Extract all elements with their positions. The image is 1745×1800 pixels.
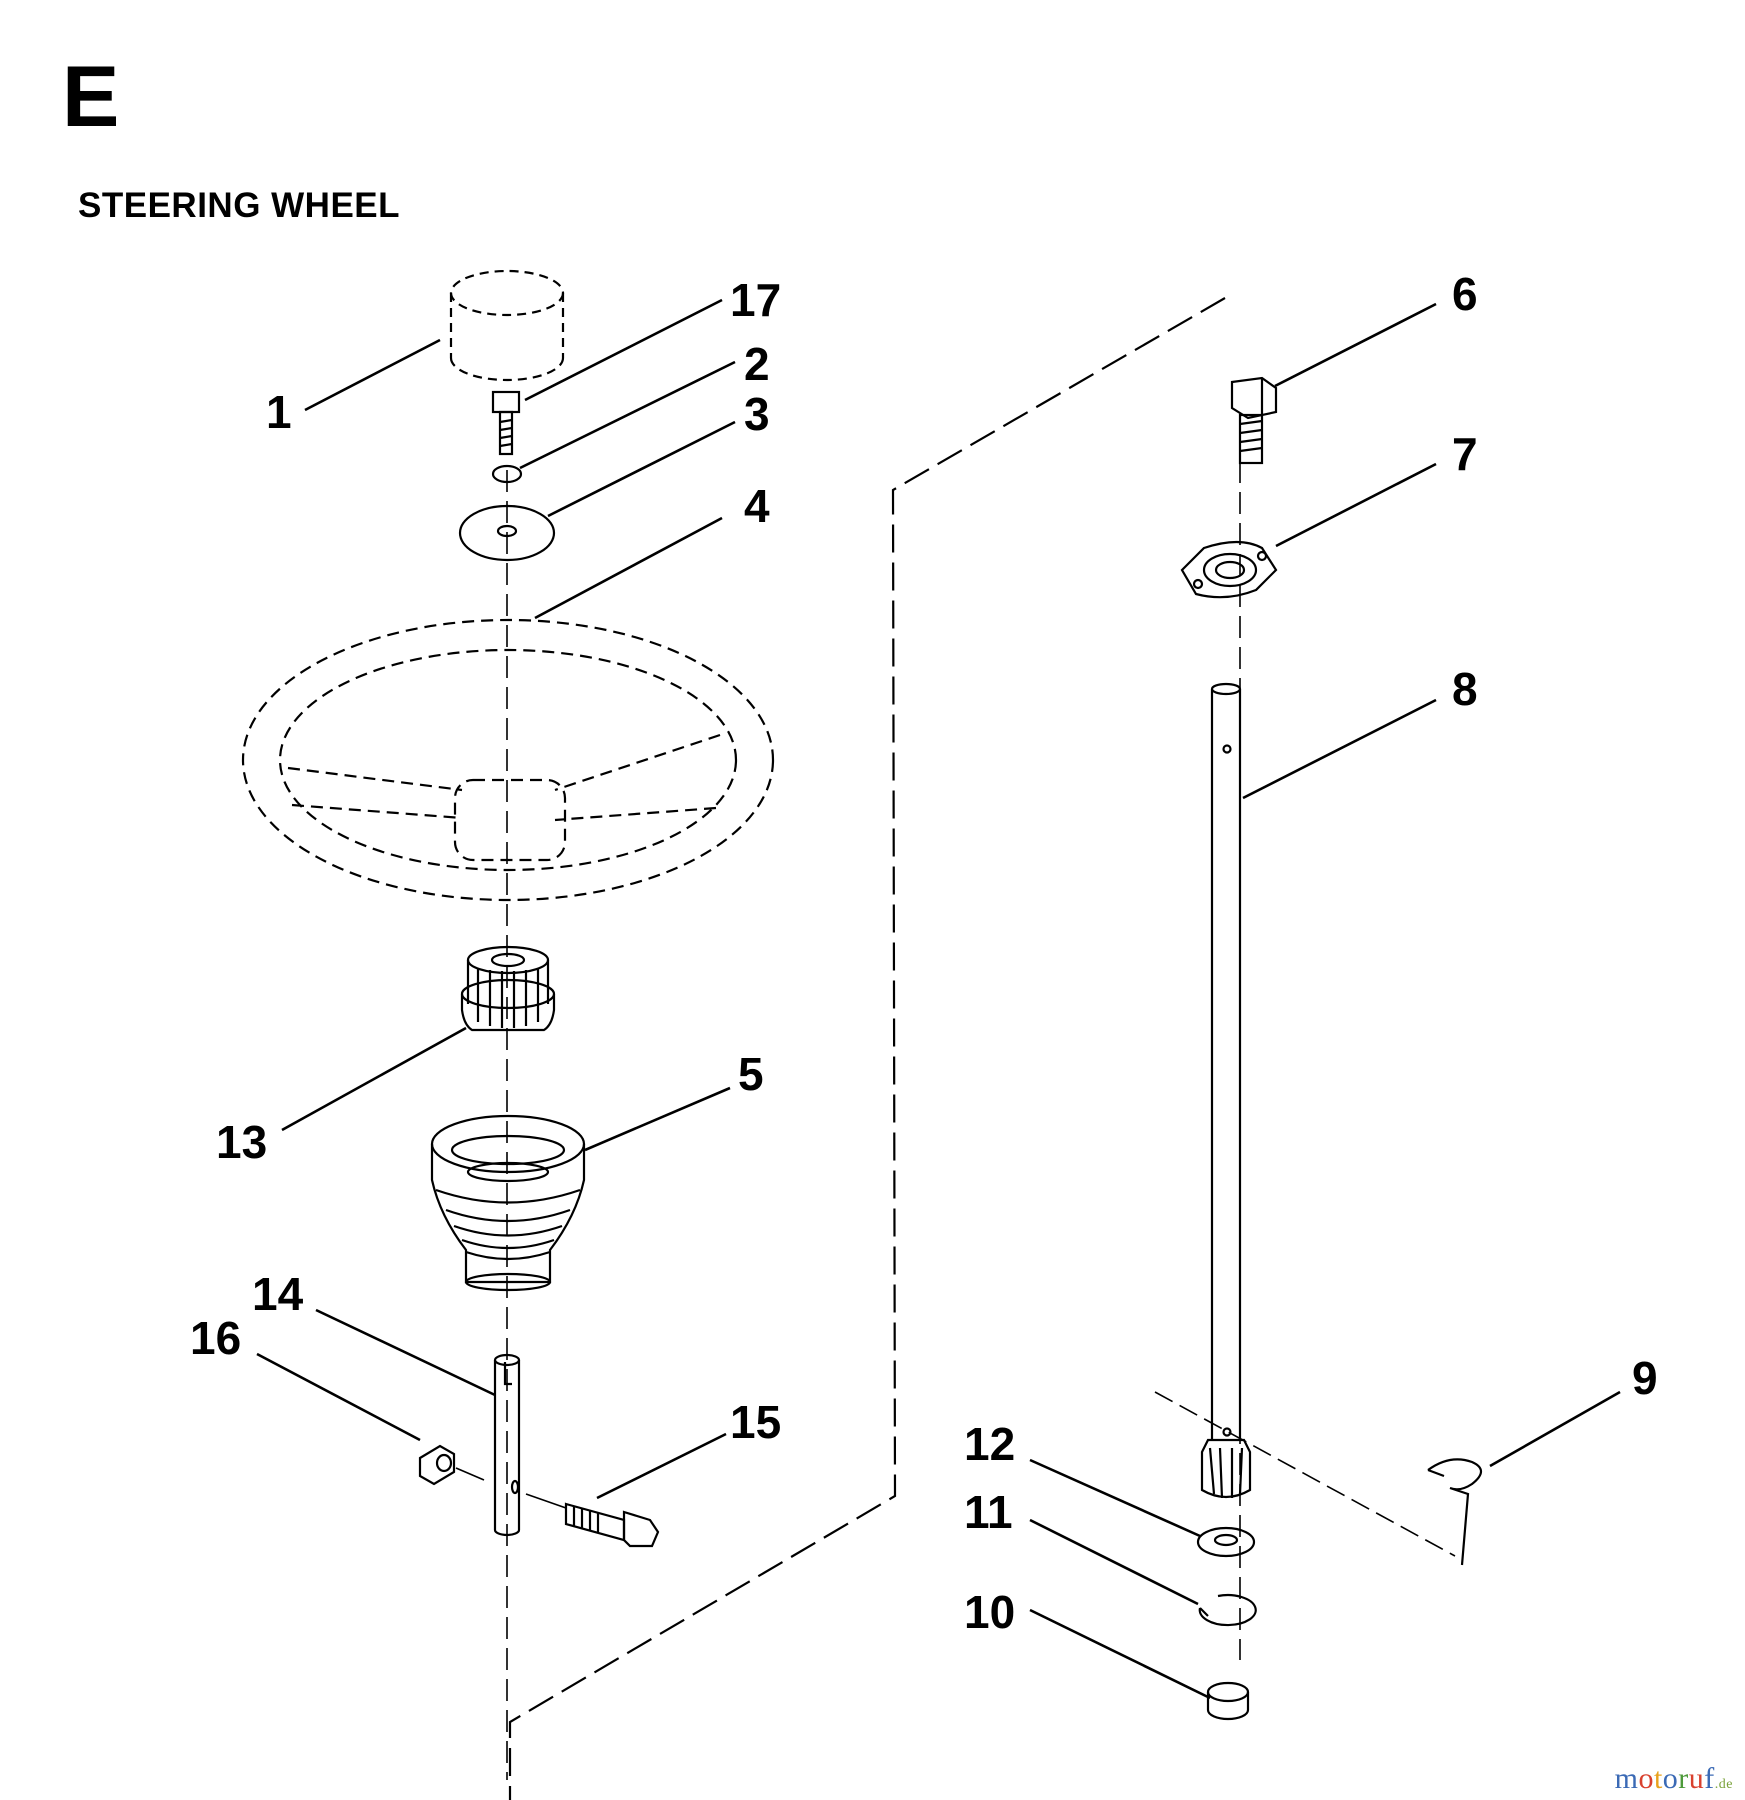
lock-washer-part-2 xyxy=(491,464,523,484)
callout-10: 10 xyxy=(964,1586,1015,1638)
washer-part-12 xyxy=(1196,1526,1256,1558)
callout-12: 12 xyxy=(964,1418,1015,1470)
bolt-part-17 xyxy=(491,390,521,456)
leader-line-12 xyxy=(1029,1458,1201,1538)
leader-line-4 xyxy=(534,516,723,620)
leader-line-6 xyxy=(1274,302,1437,388)
callout-6: 6 xyxy=(1452,268,1478,320)
callout-16: 16 xyxy=(190,1312,241,1364)
callout-5: 5 xyxy=(738,1048,764,1100)
leader-line-8 xyxy=(1242,698,1437,800)
leader-line-2 xyxy=(519,360,736,470)
leader-line-3 xyxy=(547,420,736,518)
wm-letter: o xyxy=(1638,1762,1654,1795)
assembly-boundary-line xyxy=(508,297,1226,1800)
steering-wheel xyxy=(241,618,775,902)
leader-line-1 xyxy=(304,338,441,412)
wm-letter: f xyxy=(1704,1762,1715,1795)
wm-letter: o xyxy=(1662,1762,1679,1795)
leader-line-5 xyxy=(584,1086,731,1152)
leader-line-9 xyxy=(1489,1390,1621,1468)
flange-bearing-part-7 xyxy=(1180,540,1278,599)
leader-line-11 xyxy=(1029,1518,1199,1606)
steering-shaft-part-8 xyxy=(1210,682,1242,1440)
callout-1: 1 xyxy=(266,386,292,438)
wm-suffix: .de xyxy=(1714,1777,1733,1792)
leader-line-15 xyxy=(596,1432,727,1500)
callout-17: 17 xyxy=(730,274,781,326)
hairpin-clip-part-9 xyxy=(1427,1458,1483,1566)
leader-line-13 xyxy=(281,1026,467,1132)
leader-line-7 xyxy=(1275,462,1437,548)
hex-nut-part-16 xyxy=(418,1444,456,1486)
callout-11: 11 xyxy=(964,1486,1013,1538)
callout-7: 7 xyxy=(1452,428,1478,480)
steering-support-part-5 xyxy=(430,1114,586,1292)
reference-line xyxy=(1154,1391,1456,1557)
section-letter: E xyxy=(62,49,120,145)
callout-2: 2 xyxy=(744,338,770,390)
leader-line-16 xyxy=(256,1352,421,1442)
wm-letter: r xyxy=(1678,1762,1689,1795)
callout-4: 4 xyxy=(744,480,770,532)
leader-line-17 xyxy=(524,298,723,402)
bushing-part-10 xyxy=(1206,1681,1250,1721)
retaining-ring-part-11 xyxy=(1198,1593,1257,1627)
flat-washer-part-3 xyxy=(458,504,556,562)
callout-13: 13 xyxy=(216,1116,267,1168)
callout-8: 8 xyxy=(1452,663,1478,715)
callout-9: 9 xyxy=(1632,1352,1658,1404)
diagram-title: STEERING WHEEL xyxy=(78,186,401,225)
leader-line-14 xyxy=(315,1308,496,1397)
wm-letter: t xyxy=(1653,1762,1663,1795)
callout-3: 3 xyxy=(744,388,770,440)
wm-letter: u xyxy=(1688,1762,1705,1795)
bolt-part-6 xyxy=(1230,376,1278,465)
bolt-part-15 xyxy=(564,1502,660,1548)
pinion-gear xyxy=(1200,1438,1252,1499)
steering-wheel-cap xyxy=(449,269,565,382)
leader-line-10 xyxy=(1029,1608,1211,1700)
wm-letter: m xyxy=(1614,1762,1639,1795)
watermark-logo: motoruf.de xyxy=(1615,1762,1733,1796)
callout-14: 14 xyxy=(252,1268,304,1320)
spline-adapter-part-13 xyxy=(460,945,556,1032)
lower-shaft-part-14 xyxy=(493,1353,521,1537)
callout-15: 15 xyxy=(730,1396,781,1448)
